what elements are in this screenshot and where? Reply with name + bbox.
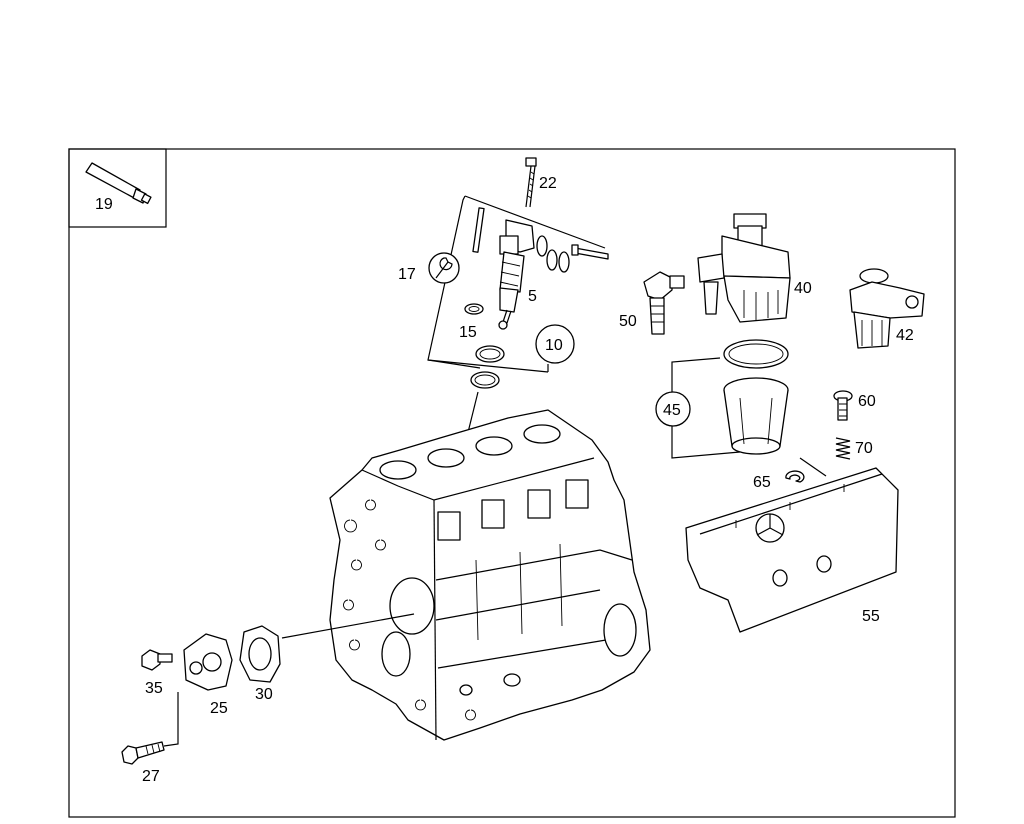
- callout-15: 15: [459, 324, 477, 341]
- part-40-filter-head: [697, 213, 791, 323]
- diagram-frame: [68, 148, 956, 818]
- leader-25-27: [163, 692, 179, 747]
- leader-60-cover: [799, 457, 827, 477]
- part-60-screw: [833, 390, 853, 421]
- callout-19: 19: [95, 196, 113, 213]
- callout-70: 70: [855, 440, 873, 457]
- callout-55: 55: [862, 608, 880, 625]
- part-45-filter-element: [671, 339, 789, 459]
- callout-30: 30: [255, 686, 273, 703]
- callout-27: 27: [142, 768, 160, 785]
- part-70-spring: [835, 437, 851, 460]
- part-25-pump: [183, 633, 233, 691]
- leader-30-block: [281, 613, 415, 639]
- callout-35: 35: [145, 680, 163, 697]
- callout-circle-10: [535, 324, 575, 364]
- part-22-bolt: [525, 157, 537, 208]
- callout-circle-45: [655, 391, 691, 427]
- part-35-bolt: [141, 649, 173, 671]
- part-5-injector: [472, 207, 609, 330]
- engine-block: [329, 409, 651, 741]
- callout-60: 60: [858, 393, 876, 410]
- callout-5: 5: [528, 288, 537, 305]
- callout-45: 45: [663, 402, 681, 419]
- callout-17: 17: [398, 266, 416, 283]
- callout-22: 22: [539, 175, 557, 192]
- part-42-filter-head: [849, 268, 925, 349]
- part-10-sealing-rings: [470, 345, 505, 389]
- callout-40: 40: [794, 280, 812, 297]
- part-30-gasket: [239, 625, 281, 683]
- callout-42: 42: [896, 327, 914, 344]
- tube-icon: [85, 162, 152, 205]
- callout-25: 25: [210, 700, 228, 717]
- part-55-cover: [685, 467, 899, 633]
- inset-box-19: [68, 148, 167, 228]
- part-50-fitting: [643, 271, 685, 335]
- callout-10: 10: [545, 337, 563, 354]
- part-27-bolt: [121, 741, 165, 765]
- callout-65: 65: [753, 474, 771, 491]
- part-65-clip: [785, 470, 805, 483]
- wrench-icon: [428, 252, 460, 284]
- part-15-seal: [464, 303, 484, 315]
- callout-50: 50: [619, 313, 637, 330]
- star-emblem-icon: [756, 514, 784, 536]
